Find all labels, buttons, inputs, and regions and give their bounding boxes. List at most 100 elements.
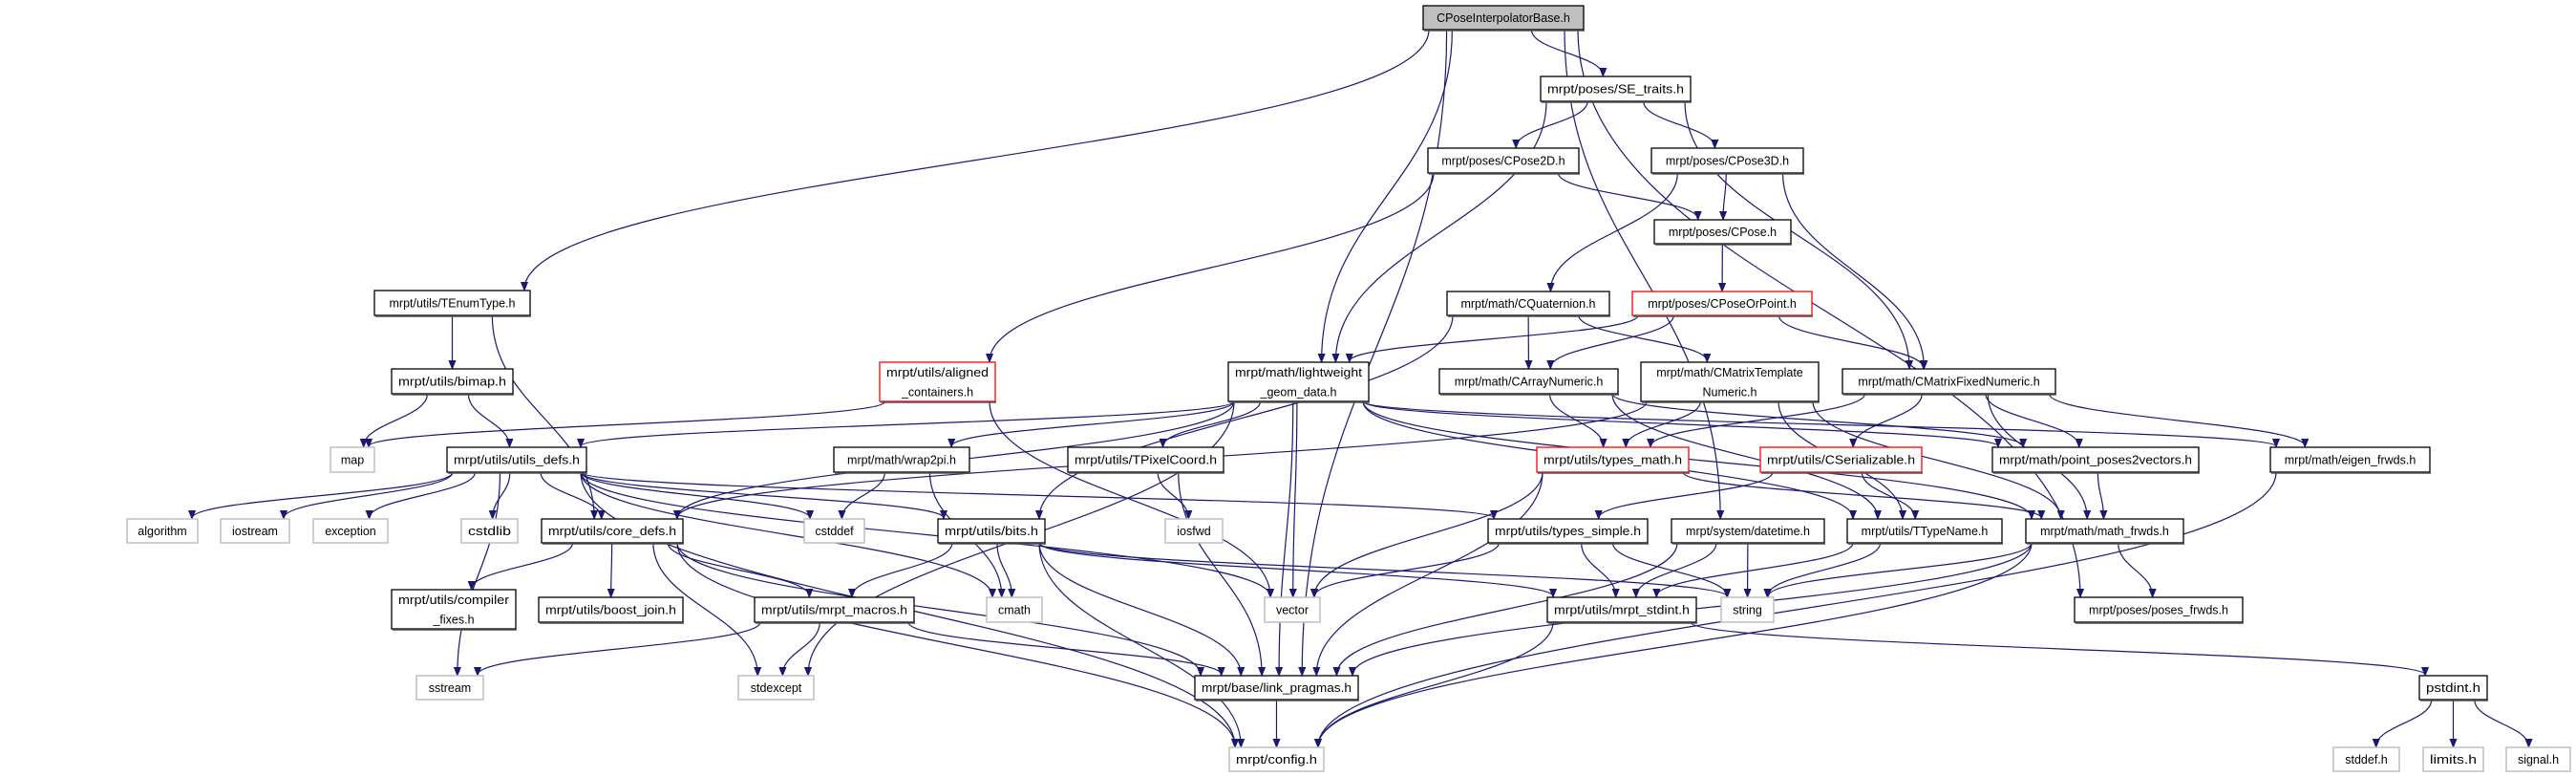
node-label: mrpt/system/datetime.h [1686, 525, 1810, 538]
node-label: mrpt/utils/TTypeName.h [1862, 525, 1989, 538]
node-ttypename[interactable]: mrpt/utils/TTypeName.h [1846, 518, 2003, 545]
node-label: iostream [232, 525, 278, 538]
edge-types_simple-to-mrpt_stdint [1581, 542, 1616, 596]
edge-wrap2pi-to-cstddef [841, 471, 885, 518]
node-tpixel[interactable]: mrpt/utils/TPixelCoord.h [1067, 446, 1224, 474]
edge-cposeorpoint-to-carray [1550, 314, 1674, 368]
node-box [1640, 361, 1820, 402]
node-label: mrpt/base/link_pragmas.h [1202, 681, 1352, 695]
node-se_traits[interactable]: mrpt/poses/SE_traits.h [1540, 76, 1692, 103]
node-compiler_fixes[interactable]: mrpt/utils/compiler_fixes.h [391, 589, 517, 631]
node-types_simple[interactable]: mrpt/utils/types_simple.h [1487, 518, 1649, 545]
edge-cpose2d-to-cpose [1557, 172, 1697, 219]
node-label: mrpt/utils/core_defs.h [548, 525, 676, 538]
node-link_pragmas[interactable]: mrpt/base/link_pragmas.h [1194, 675, 1359, 701]
node-map: map [330, 446, 375, 473]
node-carray[interactable]: mrpt/math/CArrayNumeric.h [1438, 368, 1619, 396]
node-types_math[interactable]: mrpt/utils/types_math.h [1536, 446, 1690, 474]
node-pp2v[interactable]: mrpt/math/point_poses2vectors.h [1991, 446, 2200, 474]
node-label: exception [325, 525, 376, 538]
node-box [2269, 446, 2431, 473]
edge-types_math-to-math_frwds [1682, 471, 2041, 518]
edge-pp2v-to-math_frwds [2097, 471, 2103, 518]
nodes-layer: CPoseInterpolatorBase.h mrpt/poses/SE_tra… [126, 5, 2571, 772]
node-box [126, 518, 199, 544]
node-label: mrpt/math/CMatrixFixedNumeric.h [1858, 376, 2039, 389]
node-tenum[interactable]: mrpt/utils/TEnumType.h [373, 290, 531, 317]
edge-root-to-poses_frwds [1577, 29, 2080, 596]
node-label: mrpt/poses/CPose2D.h [1441, 155, 1565, 168]
node-cpose2d[interactable]: mrpt/poses/CPose2D.h [1427, 147, 1580, 175]
node-box [1194, 675, 1359, 701]
node-iostream: iostream [220, 518, 290, 544]
node-math_frwds[interactable]: mrpt/math/math_frwds.h [2025, 518, 2184, 545]
node-mrpt_macros[interactable]: mrpt/utils/mrpt_macros.h [754, 596, 915, 624]
node-label: vector [1276, 604, 1309, 617]
node-mrpt_stdint[interactable]: mrpt/utils/mrpt_stdint.h [1546, 596, 1697, 624]
node-cquat[interactable]: mrpt/math/CQuaternion.h [1446, 291, 1610, 317]
edge-aligned-to-vector [989, 400, 1270, 596]
node-box [1487, 518, 1649, 544]
edge-root-to-tenum [524, 29, 1430, 290]
node-stddef: stddef.h [2332, 746, 2400, 772]
node-box [1536, 446, 1690, 473]
edge-utils_defs-to-bits [580, 471, 944, 518]
edge-root-to-link_pragmas [1302, 29, 1448, 675]
node-label: mrpt/math/CQuaternion.h [1460, 297, 1595, 311]
node-cserial[interactable]: mrpt/utils/CSerializable.h [1759, 446, 1923, 474]
node-cpose3d[interactable]: mrpt/poses/CPose3D.h [1650, 147, 1804, 175]
node-box [373, 290, 531, 316]
edge-bits-to-config [1038, 542, 1241, 746]
node-cstddef: cstddef [803, 518, 865, 544]
node-box [541, 518, 684, 544]
node-label: _containers.h [901, 385, 973, 399]
node-signal: signal.h [2505, 746, 2571, 772]
edge-cmfn-to-types_math [1650, 393, 1866, 446]
node-wrap2pi[interactable]: mrpt/math/wrap2pi.h [833, 446, 970, 474]
edge-utils_defs-to-cstddef [580, 471, 810, 518]
node-bits[interactable]: mrpt/utils/bits.h [937, 518, 1046, 545]
node-poses_frwds[interactable]: mrpt/poses/poses_frwds.h [2074, 596, 2244, 624]
node-core_defs[interactable]: mrpt/utils/core_defs.h [541, 518, 684, 545]
node-box [1067, 446, 1224, 473]
node-datetime[interactable]: mrpt/system/datetime.h [1671, 518, 1825, 545]
node-box [1164, 518, 1224, 544]
node-box [220, 518, 290, 544]
edge-utils_defs-to-cmath [580, 471, 992, 596]
node-label: mrpt/math/eigen_frwds.h [2285, 454, 2416, 467]
node-utils_defs[interactable]: mrpt/utils/utils_defs.h [446, 446, 587, 474]
node-label: mrpt/utils/mrpt_stdint.h [1554, 604, 1690, 617]
node-aligned[interactable]: mrpt/utils/aligned_containers.h [879, 361, 996, 403]
node-cposeorpoint[interactable]: mrpt/poses/CPoseOrPoint.h [1631, 291, 1813, 317]
node-box [2025, 518, 2184, 544]
node-bimap[interactable]: mrpt/utils/bimap.h [391, 368, 514, 396]
node-box [1653, 219, 1792, 245]
edge-lightweight-to-link_pragmas [1279, 400, 1294, 675]
edge-utils_defs-to-exception [370, 471, 477, 518]
edge-cserial-to-types_simple [1599, 471, 1774, 518]
node-cpose[interactable]: mrpt/poses/CPose.h [1653, 219, 1792, 246]
node-boost_join[interactable]: mrpt/utils/boost_join.h [538, 596, 684, 624]
node-label: mrpt/math/CMatrixTemplate [1656, 366, 1803, 379]
edge-cpose3d-to-cmfn [1781, 172, 1925, 368]
node-eigen[interactable]: mrpt/math/eigen_frwds.h [2269, 446, 2431, 474]
node-label: map [341, 454, 364, 467]
node-box [460, 518, 519, 544]
node-box [2332, 746, 2400, 772]
node-root[interactable]: CPoseInterpolatorBase.h [1422, 5, 1585, 32]
node-pstdint[interactable]: pstdint.h [2418, 675, 2488, 701]
node-label: Numeric.h [1703, 385, 1757, 399]
edge-cposeorpoint-to-lightweight [1350, 314, 1639, 361]
node-label: mrpt/math/lightweight [1235, 366, 1363, 379]
edge-core_defs-to-link_pragmas [676, 542, 1201, 675]
node-label: mrpt/poses/CPose.h [1669, 226, 1777, 239]
edge-tpixel-to-iosfwd [1157, 471, 1188, 518]
node-string: string [1720, 596, 1775, 623]
node-lightweight[interactable]: mrpt/math/lightweight_geom_data.h [1227, 361, 1370, 403]
node-label: mrpt/poses/CPose3D.h [1666, 155, 1789, 168]
node-cmfn[interactable]: mrpt/math/CMatrixFixedNumeric.h [1842, 368, 2056, 396]
edge-math_frwds-to-string [1768, 542, 2033, 596]
node-box [754, 596, 915, 623]
node-label: mrpt/config.h [1236, 753, 1317, 766]
